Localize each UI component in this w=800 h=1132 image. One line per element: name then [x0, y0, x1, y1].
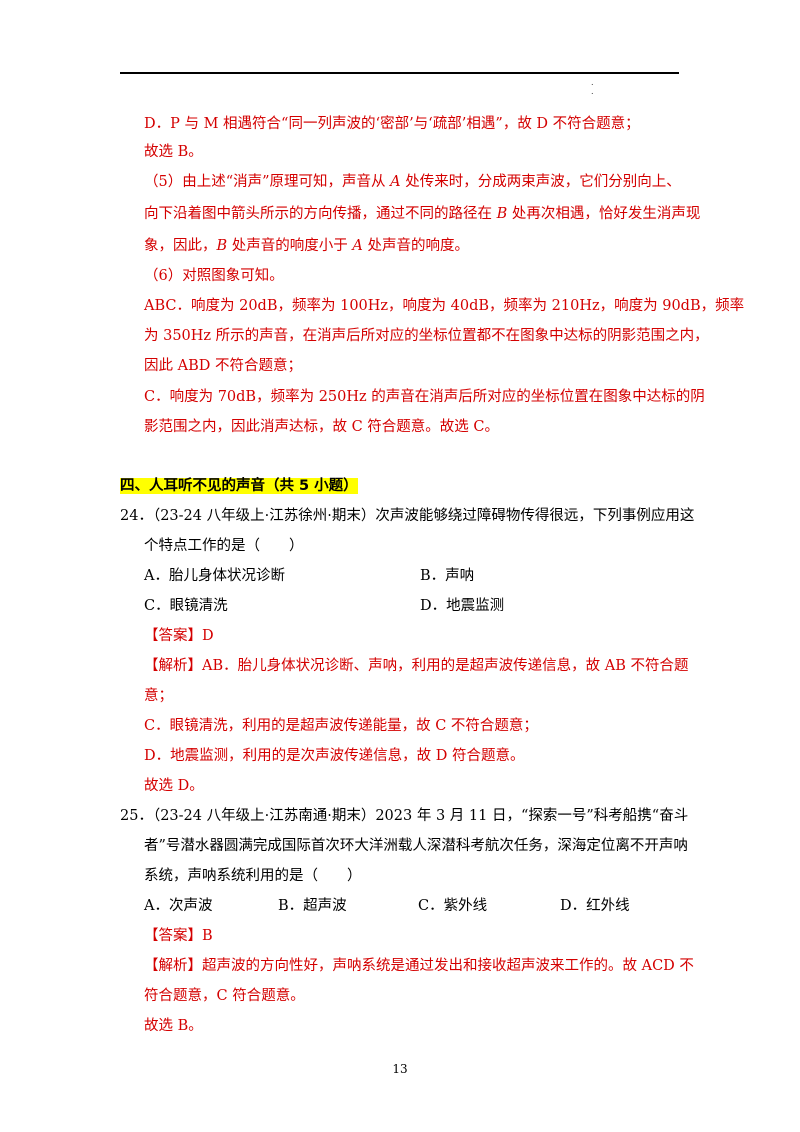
- part6-intro: （6）对照图象可知。: [144, 268, 284, 284]
- q24-option-b: B．声呐: [420, 568, 475, 584]
- q24-analysis-line5: 故选 D。: [144, 778, 204, 794]
- c-line2: 影范围之内，因此消声达标，故 C 符合题意。故选 C。: [144, 419, 500, 435]
- q24-stem-line1: 24．（23-24 八年级上·江苏徐州·期末）次声波能够绕过障碍物传得很远，下列…: [120, 508, 695, 524]
- q24-analysis-line4: D．地震监测，利用的是次声波传递信息，故 D 符合题意。: [144, 748, 525, 764]
- q25-answer: 【答案】B: [144, 928, 213, 944]
- option-d-explanation: D．P 与 M 相遇符合“同一列声波的‘密部’与‘疏部’相遇”，故 D 不符合题…: [144, 116, 640, 132]
- q24-analysis-line2: 意；: [144, 688, 173, 704]
- q25-stem-line1: 25．（23-24 八年级上·江苏南通·期末）2023 年 3 月 11 日，“…: [120, 808, 689, 824]
- q25-analysis-line3: 故选 B。: [144, 1018, 203, 1034]
- q24-option-a: A．胎儿身体状况诊断: [144, 568, 285, 584]
- header-dots: ..: [591, 78, 594, 96]
- q25-option-a: A．次声波: [144, 898, 213, 914]
- abc-line2: 为 350Hz 所示的声音，在消声后所对应的坐标位置都不在图象中达标的阴影范围之…: [144, 328, 709, 344]
- abc-line1: ABC．响度为 20dB，频率为 100Hz，响度为 40dB，频率为 210H…: [144, 298, 745, 314]
- q25-stem-line2: 者”号潜水器圆满完成国际首次环大洋洲载人深潜科考航次任务，深海定位离不开声呐: [144, 838, 688, 854]
- q24-answer: 【答案】D: [144, 628, 214, 644]
- q25-option-c: C．紫外线: [418, 898, 488, 914]
- c-line1: C．响度为 70dB，频率为 250Hz 的声音在消声后所对应的坐标位置在图象中…: [144, 389, 705, 405]
- q25-option-d: D．红外线: [560, 898, 630, 914]
- q24-analysis-line3: C．眼镜清洗，利用的是超声波传递能量，故 C 不符合题意；: [144, 718, 538, 734]
- abc-line3: 因此 ABD 不符合题意；: [144, 358, 302, 374]
- q25-stem-line3: 系统，声呐系统利用的是（ ）: [144, 868, 362, 884]
- q25-analysis-line1: 【解析】超声波的方向性好，声呐系统是通过发出和接收超声波来工作的。故 ACD 不: [144, 958, 694, 974]
- q25-option-b: B．超声波: [278, 898, 347, 914]
- part5-line1: （5）由上述“消声”原理可知，声音从 A 处传来时，分成两束声波，它们分别向上、: [144, 174, 681, 190]
- section-heading: 四、人耳听不见的声音（共 5 小题）: [120, 474, 358, 495]
- q24-analysis-line1: 【解析】AB．胎儿身体状况诊断、声呐，利用的是超声波传递信息，故 AB 不符合题: [144, 658, 689, 674]
- page-number: 13: [392, 1062, 408, 1076]
- part5-line2: 向下沿着图中箭头所示的方向传播，通过不同的路径在 B 处再次相遇，恰好发生消声现: [144, 206, 701, 222]
- header-rule: [120, 72, 679, 74]
- q25-analysis-line2: 符合题意，C 符合题意。: [144, 988, 305, 1004]
- part5-line3: 象，因此，B 处声音的响度小于 A 处声音的响度。: [144, 238, 469, 254]
- choose-b-line: 故选 B。: [144, 144, 203, 160]
- q24-stem-line2: 个特点工作的是（ ）: [144, 538, 304, 554]
- section-title: 四、人耳听不见的声音（共 5 小题）: [120, 478, 358, 494]
- q24-option-d: D．地震监测: [420, 598, 505, 614]
- q24-option-c: C．眼镜清洗: [144, 598, 228, 614]
